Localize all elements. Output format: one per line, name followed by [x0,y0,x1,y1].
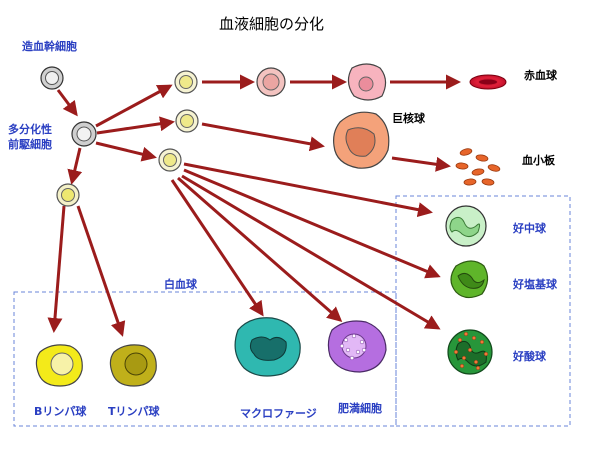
arrow-to-t-cell [76,205,126,337]
label-neutrophil: 好中球 [513,222,546,235]
label-t-cell: Tリンパ球 [108,405,160,418]
label-progenitor-line1: 多分化性 [8,123,52,136]
label-megakaryocyte: 巨核球 [392,112,425,125]
label-mast-cell: 肥満細胞 [338,402,382,415]
myeloid-progenitor-2 [175,109,199,133]
arrow-to-basophil [183,168,441,279]
arrow-progenitor-to-myeloid-3 [95,141,157,162]
progenitor-cell [71,121,97,147]
label-rbc: 赤血球 [524,69,557,82]
arrow-to-megakaryocyte [201,122,325,152]
megakaryocyte-cell [333,111,390,169]
diagram-title: 血液細胞の分化 [219,15,325,33]
label-eosinophil: 好酸球 [513,350,546,363]
label-basophil: 好塩基球 [513,278,557,291]
arrow-to-platelet [391,156,451,172]
arrow-to-neutrophil [183,162,433,218]
stem-cell [40,66,64,90]
wbc-group-box [13,291,397,427]
macrophage-cell [234,317,301,377]
arrow-progenitor-to-lymphoid [67,147,83,185]
arrow-progenitor-to-myeloid-1 [95,84,173,128]
eosinophil-cell [447,329,493,375]
label-progenitor-line2: 前駆細胞 [8,138,52,151]
label-wbc-group: 白血球 [164,278,197,291]
differentiation-arrows [47,74,461,337]
lymphoid-progenitor-cell [56,183,80,207]
erythroblast-1 [256,67,286,97]
b-cell [35,344,83,387]
arrow-to-mast-cell [177,176,343,322]
arrow-to-macrophage [170,179,264,317]
arrow-progenitor-to-myeloid-2 [96,116,175,135]
rbc-cell [469,74,507,90]
arrow-to-b-cell [47,205,66,333]
arrow-stem-to-progenitor [56,89,78,117]
label-b-cell: Bリンパ球 [34,405,87,418]
platelet-cluster [455,148,501,186]
label-macrophage: マクロファージ [240,407,317,420]
neutrophil-cell [445,205,487,247]
t-cell [109,344,157,387]
label-platelet: 血小板 [522,154,555,167]
erythroblast-2 [347,63,387,101]
arrow-to-eosinophil [181,174,441,330]
myeloid-progenitor-3 [158,148,182,172]
basophil-cell [450,260,489,299]
label-stem-cell: 造血幹細胞 [22,40,77,53]
mast-cell [327,320,387,373]
myeloid-progenitor-1 [174,70,198,94]
